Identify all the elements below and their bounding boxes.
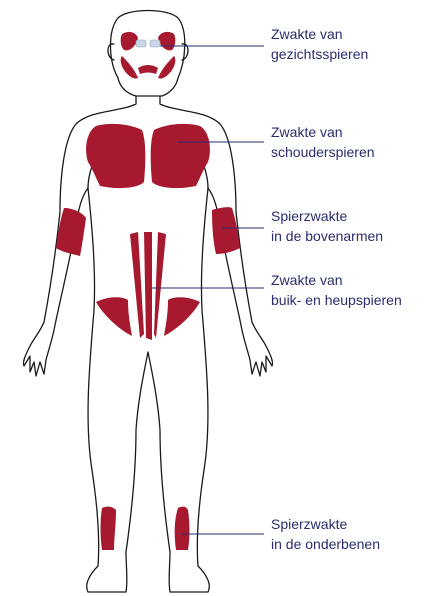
left-upper-arm-muscle xyxy=(56,208,86,256)
right-armpit-line xyxy=(204,166,208,188)
right-lower-leg-muscle xyxy=(175,507,190,550)
label-upper-arms-line1: Spierzwakte xyxy=(271,206,383,226)
label-abdominal-hip-line1: Zwakte van xyxy=(271,270,402,290)
label-shoulder-muscles-line1: Zwakte van xyxy=(271,122,375,142)
rectus-left xyxy=(130,232,144,338)
label-facial-muscles-line2: gezichtsspieren xyxy=(271,44,368,64)
rectus-center xyxy=(144,232,152,340)
torso-and-limbs-outline xyxy=(23,96,272,592)
label-abdominal-hip: Zwakte van buik- en heupspieren xyxy=(271,270,402,310)
eyes xyxy=(136,40,160,47)
left-armpit-line xyxy=(88,166,92,188)
label-lower-legs: Spierzwakte in de onderbenen xyxy=(271,514,380,554)
mouth-muscle xyxy=(138,65,158,74)
left-lower-leg-muscle xyxy=(101,507,117,550)
right-cheek-muscle xyxy=(158,56,175,79)
label-lower-legs-line2: in de onderbenen xyxy=(271,534,380,554)
left-brow-muscle xyxy=(121,32,138,50)
label-facial-muscles: Zwakte van gezichtsspieren xyxy=(271,24,368,64)
label-lower-legs-line1: Spierzwakte xyxy=(271,514,380,534)
left-cheek-muscle xyxy=(121,56,138,79)
left-shoulder-muscle xyxy=(86,124,145,188)
label-abdominal-hip-line2: buik- en heupspieren xyxy=(271,290,402,310)
left-hip-muscle xyxy=(96,297,132,336)
lower-leg-muscles xyxy=(101,507,190,550)
rectus-right xyxy=(154,232,166,338)
right-hip-muscle xyxy=(164,297,200,336)
facial-muscles xyxy=(121,32,176,79)
label-shoulder-muscles-line2: schouderspieren xyxy=(271,142,375,162)
label-facial-muscles-line1: Zwakte van xyxy=(271,24,368,44)
leader-lines xyxy=(152,46,264,534)
abdominal-hip-muscles xyxy=(96,232,200,340)
right-eye xyxy=(150,40,160,47)
head-outline xyxy=(111,11,185,97)
shoulder-muscles xyxy=(86,124,210,188)
label-upper-arms-line2: in de bovenarmen xyxy=(271,226,383,246)
label-upper-arms: Spierzwakte in de bovenarmen xyxy=(271,206,383,246)
right-brow-muscle xyxy=(158,32,175,50)
label-shoulder-muscles: Zwakte van schouderspieren xyxy=(271,122,375,162)
right-shoulder-muscle xyxy=(151,124,210,188)
left-eye xyxy=(136,40,146,47)
